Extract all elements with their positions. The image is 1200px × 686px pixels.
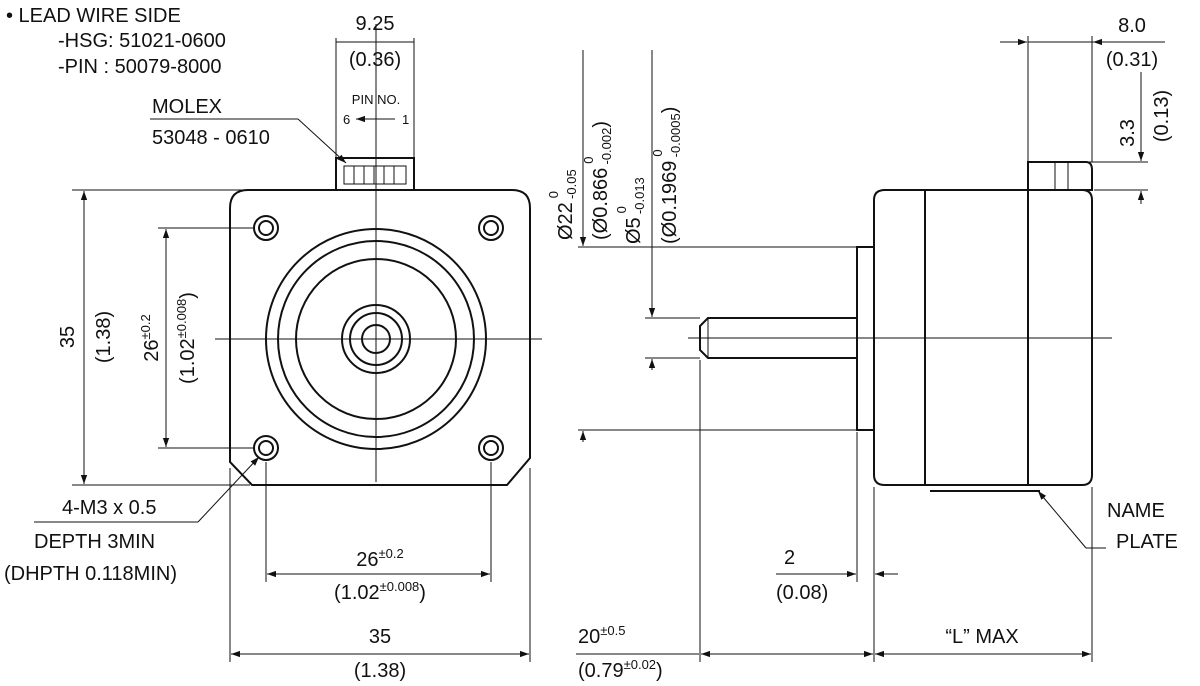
- nameplate-label-2: PLATE: [1116, 531, 1178, 553]
- pin-left: 6: [343, 112, 350, 127]
- side-view: NAME PLATE Ø220-0.05 (Ø0.8660-0.002) Ø50…: [546, 15, 1178, 682]
- front-body-outline: [229, 189, 531, 486]
- molex-part: 53048 - 0610: [152, 127, 270, 149]
- mount-hole-tr: [478, 215, 504, 241]
- molex-leader: [297, 118, 347, 164]
- boss-len-in: (0.08): [776, 582, 828, 604]
- hole-spec-leader: [197, 456, 260, 523]
- width-in: (1.38): [354, 660, 406, 682]
- hole-pitch-v-in: (1.02±0.008): [174, 292, 199, 384]
- pin-no-label: PIN NO.: [352, 92, 400, 107]
- lead-wire-heading: • LEAD WIRE SIDE: [6, 5, 181, 27]
- hole-depth-mm: DEPTH 3MIN: [34, 531, 155, 553]
- side-connector: [1027, 161, 1093, 191]
- rear-offset-in: (0.31): [1106, 49, 1158, 71]
- mount-hole-br: [478, 435, 504, 461]
- rear-offset-mm: 8.0: [1118, 15, 1146, 37]
- hole-pitch-h-mm: 26±0.2: [356, 546, 403, 571]
- conn-height-mm: 3.3: [1117, 119, 1139, 147]
- height-in: (1.38): [93, 311, 115, 363]
- molex-label: MOLEX: [152, 96, 222, 118]
- boss-len-mm: 2: [784, 547, 795, 569]
- front-view: 9.25 (0.36) PIN NO. 6 1 MOLEX 53048 - 06…: [4, 13, 542, 682]
- boss-dia-in: (Ø0.8660-0.002): [581, 121, 614, 240]
- boss-dia: Ø220-0.05: [546, 169, 579, 240]
- shaft-len-in: (0.79±0.02): [578, 657, 663, 682]
- side-body-outline: [873, 189, 1093, 486]
- shaft-dia-in: (Ø0.19690-0.0005): [650, 107, 683, 244]
- conn-height-in: (0.13): [1151, 90, 1173, 142]
- mount-hole-tl: [253, 215, 279, 241]
- mount-hole-bl: [253, 435, 279, 461]
- hole-depth-in: (DHPTH 0.118MIN): [4, 563, 177, 585]
- pin-right: 1: [402, 112, 409, 127]
- hole-pitch-h-in: (1.02±0.008): [334, 579, 426, 604]
- shaft-dia: Ø50-0.013: [614, 177, 647, 244]
- connector-width-in: (0.36): [349, 49, 401, 71]
- lead-wire-pin: -PIN : 50079-8000: [58, 56, 221, 78]
- connector-width-mm: 9.25: [356, 13, 395, 35]
- nameplate-label-1: NAME: [1107, 500, 1165, 522]
- height-mm: 35: [57, 326, 79, 348]
- hole-pitch-v-mm: 26±0.2: [138, 314, 163, 361]
- width-mm: 35: [369, 626, 391, 648]
- hole-spec: 4-M3 x 0.5: [62, 497, 156, 519]
- nameplate-leader: [1037, 490, 1087, 549]
- connector-housing: [335, 157, 415, 191]
- shaft-len-mm: 20±0.5: [578, 623, 625, 648]
- body-len: “L” MAX: [945, 626, 1018, 648]
- lead-wire-notes: • LEAD WIRE SIDE -HSG: 51021-0600 -PIN :…: [6, 5, 226, 78]
- connector-pins: [343, 165, 407, 185]
- lead-wire-hsg: -HSG: 51021-0600: [58, 30, 226, 52]
